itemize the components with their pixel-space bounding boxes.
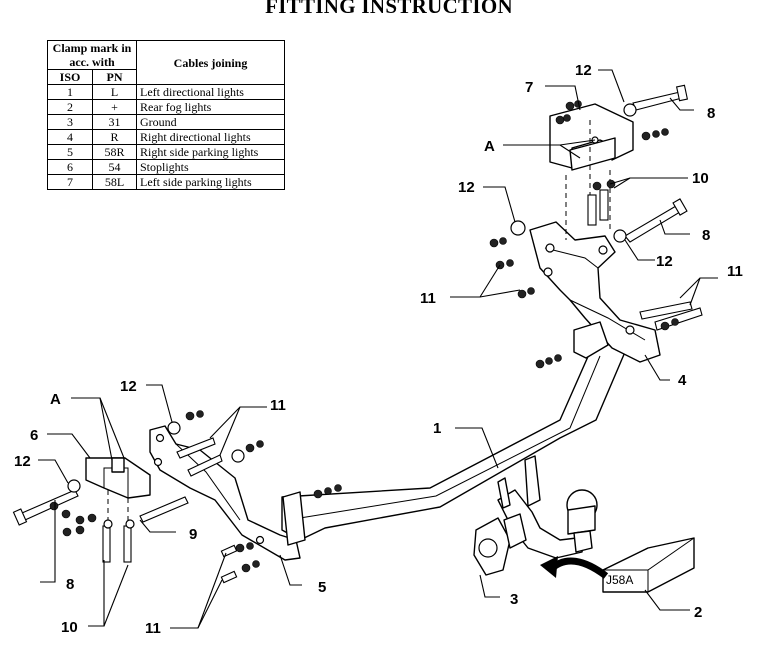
leader-lines: [38, 69, 718, 629]
legend-cable: Left side parking lights: [136, 174, 285, 190]
right-bracket-part: [529, 221, 661, 363]
kit-box-part: [602, 537, 695, 593]
callout-A-left: A: [50, 391, 61, 408]
legend-iso: 7: [46, 174, 94, 190]
callout-12-right: 12: [656, 253, 673, 270]
callout-8-left: 8: [66, 576, 74, 593]
legend-cable: Right directional lights: [136, 129, 285, 145]
callout-10-left: 10: [61, 619, 78, 636]
legend-row: 2+Rear fog lights: [46, 99, 285, 115]
callout-11-right: 11: [727, 263, 743, 280]
callout-5: 5: [318, 579, 326, 596]
legend-cable: Right side parking lights: [136, 144, 285, 160]
callout-11-left: 11: [270, 397, 286, 414]
callout-12-far-left: 12: [14, 453, 31, 470]
top-clamp-plate-part: [549, 103, 634, 171]
callout-9: 9: [189, 526, 197, 543]
callout-12-top: 12: [575, 62, 592, 79]
legend-cable: Rear fog lights: [136, 99, 285, 115]
legend-pn: 58R: [92, 144, 137, 160]
callout-3: 3: [510, 591, 518, 608]
callout-7: 7: [525, 79, 533, 96]
left-side-fasteners: [12, 410, 342, 584]
arrow-head: [540, 556, 558, 578]
socket-plate-part: [473, 477, 527, 576]
callout-1: 1: [433, 420, 441, 437]
callout-A-right: A: [484, 138, 495, 155]
cable-legend-table: Clamp mark in acc. with Cables joining I…: [46, 40, 285, 190]
callout-2: 2: [694, 604, 702, 621]
callout-12-mid: 12: [458, 179, 475, 196]
callout-4: 4: [678, 372, 687, 389]
left-clamp-plate-part: [85, 457, 151, 499]
callout-8-top: 8: [707, 105, 715, 122]
callout-11-bottom: 11: [145, 620, 161, 637]
right-side-fasteners: [489, 84, 703, 369]
legend-header-clamp: Clamp mark in acc. with: [47, 40, 137, 70]
callout-12-left: 12: [120, 378, 137, 395]
kit-box-label: J58A: [606, 573, 633, 587]
callout-10-right: 10: [692, 170, 709, 187]
mounting-direction-arrow: [547, 557, 609, 579]
callout-6: 6: [30, 427, 38, 444]
page-title: FITTING INSTRUCTION: [265, 0, 513, 18]
left-bracket-part: [149, 425, 306, 561]
legend-header-pn: PN: [92, 69, 137, 85]
legend-iso: 4: [46, 129, 94, 145]
callout-8-right: 8: [702, 227, 710, 244]
callout-11-center: 11: [420, 290, 436, 307]
